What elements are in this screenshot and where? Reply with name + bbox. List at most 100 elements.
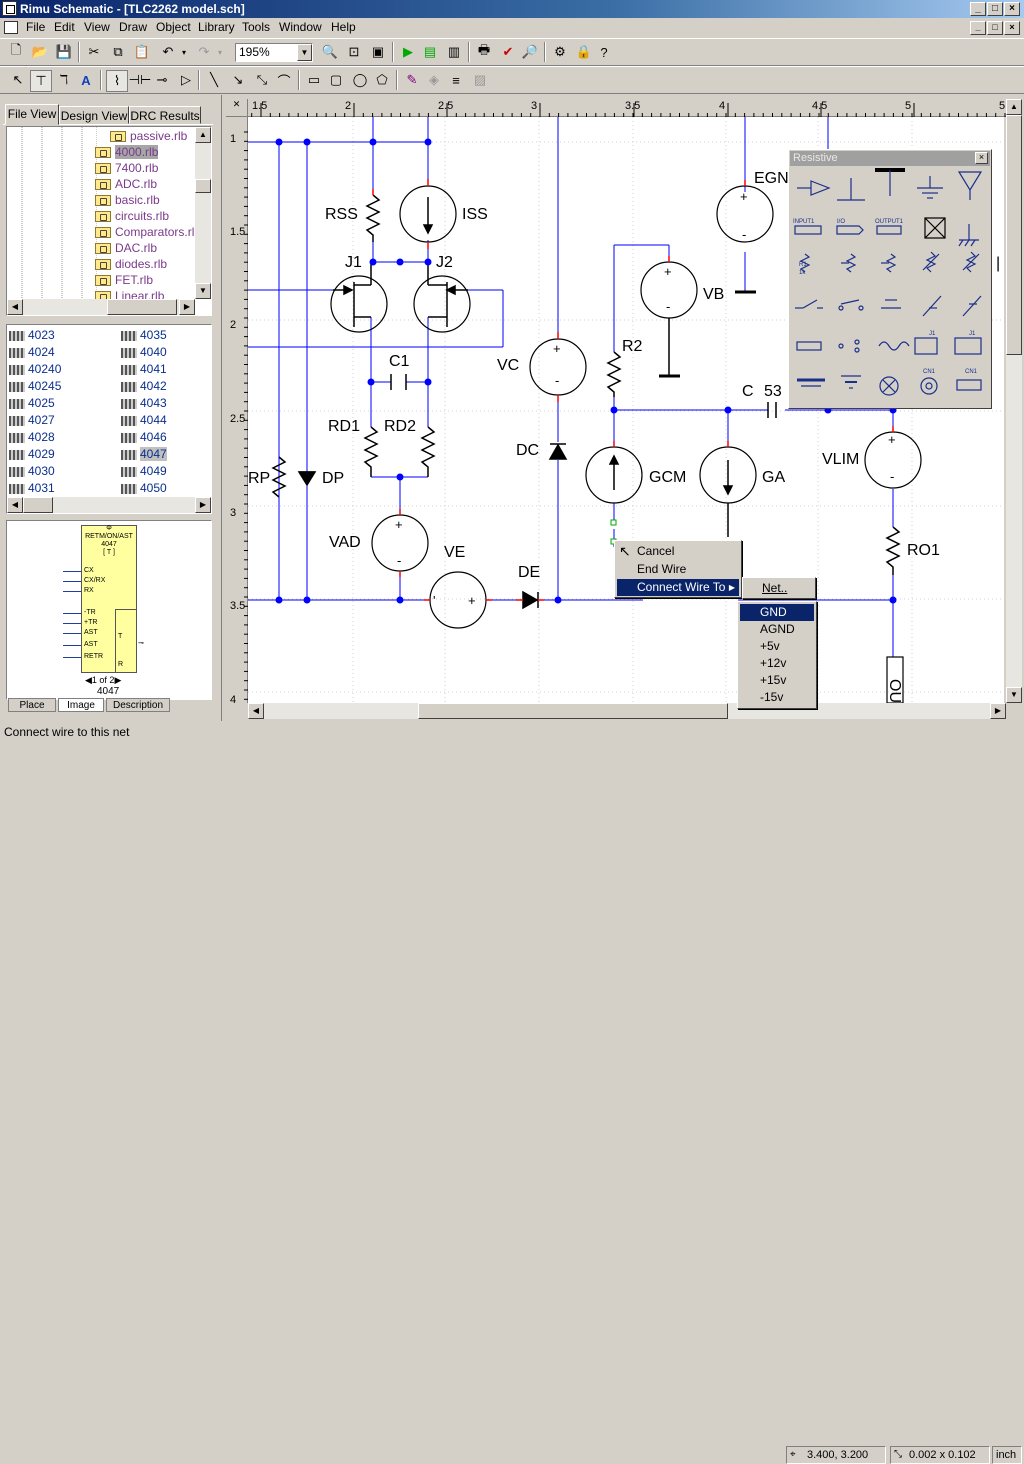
tree-item-7400[interactable]: 7400.rlb: [95, 160, 158, 176]
list-item[interactable]: 40240: [9, 361, 61, 378]
net-gnd[interactable]: GND: [740, 604, 814, 621]
parts-hscroll[interactable]: ◀ ▶: [7, 497, 211, 513]
menu-view[interactable]: View: [84, 20, 110, 34]
copy-icon[interactable]: ⧉: [108, 42, 128, 62]
menu-end-wire[interactable]: End Wire: [617, 561, 739, 578]
panel-splitter[interactable]: [216, 95, 222, 721]
list-item[interactable]: 4043: [121, 395, 167, 412]
resistor-tool-icon[interactable]: ⌇: [106, 70, 128, 92]
next-page-icon[interactable]: ▶: [114, 675, 121, 685]
new-icon[interactable]: 🗋: [6, 42, 26, 62]
tree-item-passive[interactable]: passive.rlb: [110, 128, 187, 144]
list-item[interactable]: 4041: [121, 361, 167, 378]
tree-item-comparators[interactable]: Comparators.rlb: [95, 224, 201, 240]
tree-item-adc[interactable]: ADC.rlb: [95, 176, 157, 192]
menu-library[interactable]: Library: [198, 20, 235, 34]
list-item[interactable]: 4023: [9, 327, 61, 344]
polygon-tool-icon[interactable]: ⬠: [372, 70, 392, 90]
tree-item-diodes[interactable]: diodes.rlb: [95, 256, 167, 272]
tab-description[interactable]: Description: [106, 698, 170, 712]
list-item[interactable]: 4035: [121, 327, 167, 344]
list-item[interactable]: 4047: [121, 446, 167, 463]
scroll-right-icon[interactable]: ▶: [195, 497, 211, 513]
print-icon[interactable]: 🖶: [474, 42, 494, 62]
preview-icon[interactable]: 🔎: [520, 42, 540, 62]
wire-tool-icon[interactable]: ⊤: [30, 70, 52, 92]
list-item[interactable]: 4046: [121, 429, 167, 446]
minimize-button[interactable]: _: [970, 2, 986, 16]
ellipse-tool-icon[interactable]: ◯: [350, 70, 370, 90]
ruler-corner[interactable]: ✕: [226, 99, 248, 117]
library-tree[interactable]: passive.rlb 4000.rlb 7400.rlb ADC.rlb ba…: [6, 126, 212, 316]
list-item[interactable]: 4050: [121, 480, 167, 497]
list-item[interactable]: 4029: [9, 446, 61, 463]
arrow-tool-icon[interactable]: ↘: [228, 70, 248, 90]
scroll-thumb[interactable]: [195, 179, 211, 193]
plot-icon[interactable]: ▥: [444, 42, 464, 62]
list-item[interactable]: 4031: [9, 480, 61, 497]
list-item[interactable]: 4040: [121, 344, 167, 361]
zoom-select[interactable]: 195%▼: [235, 43, 313, 62]
mdi-close-button[interactable]: ×: [1004, 21, 1020, 35]
line-tool-icon[interactable]: ╲: [204, 70, 224, 90]
maximize-button[interactable]: □: [987, 2, 1003, 16]
net-agnd[interactable]: AGND: [740, 621, 814, 638]
check-icon[interactable]: ✔: [498, 42, 518, 62]
help-icon[interactable]: ?: [594, 42, 614, 62]
bus-tool-icon[interactable]: ℸ: [54, 70, 74, 90]
cut-icon[interactable]: ✂: [84, 42, 104, 62]
zoom-area-icon[interactable]: ⊡: [344, 42, 364, 62]
parts-list[interactable]: 4023402440240402454025402740284029403040…: [6, 324, 212, 514]
prev-page-icon[interactable]: ◀: [85, 675, 92, 685]
menu-cancel[interactable]: Cancel: [617, 543, 739, 560]
arc-tool-icon[interactable]: ⌒: [274, 70, 294, 90]
resistive-palette[interactable]: Resistive × INPUT1 I/O OUTPUT1: [788, 149, 992, 409]
settings-icon[interactable]: ⚙: [550, 42, 570, 62]
gate-tool-icon[interactable]: ▷: [176, 70, 196, 90]
scroll-left-icon[interactable]: ◀: [7, 299, 23, 315]
scroll-up-icon[interactable]: ▲: [195, 127, 211, 143]
list-item[interactable]: 4027: [9, 412, 61, 429]
list-item[interactable]: 4049: [121, 463, 167, 480]
capacitor-tool-icon[interactable]: ⊣⊢: [130, 70, 150, 90]
undo-dropdown-icon[interactable]: ▾: [174, 42, 194, 62]
tab-place[interactable]: Place: [8, 698, 56, 712]
tab-drc-results[interactable]: DRC Results: [129, 106, 201, 124]
scroll-up-icon[interactable]: ▲: [1006, 99, 1022, 115]
paste-icon[interactable]: 📋: [132, 42, 152, 62]
list-item[interactable]: 4028: [9, 429, 61, 446]
canvas-vscroll[interactable]: ▲ ▼: [1006, 99, 1022, 703]
list-item[interactable]: 4024: [9, 344, 61, 361]
simulate-icon[interactable]: ▤: [420, 42, 440, 62]
rectangle-tool-icon[interactable]: ▭: [304, 70, 324, 90]
scroll-thumb[interactable]: [1006, 115, 1022, 355]
list-item[interactable]: 4042: [121, 378, 167, 395]
scroll-thumb[interactable]: [23, 497, 53, 513]
zoom-in-icon[interactable]: 🔍: [320, 42, 340, 62]
zoom-fit-icon[interactable]: ▣: [368, 42, 388, 62]
transistor-tool-icon[interactable]: ⊸: [152, 70, 172, 90]
lock-icon[interactable]: 🔒: [574, 42, 594, 62]
rounded-rect-icon[interactable]: ▢: [326, 70, 346, 90]
app-icon[interactable]: [2, 1, 17, 16]
scroll-thumb[interactable]: [418, 703, 728, 719]
net-plus15v[interactable]: +15v: [740, 672, 814, 689]
scroll-down-icon[interactable]: ▼: [195, 283, 211, 299]
net-plus12v[interactable]: +12v: [740, 655, 814, 672]
list-item[interactable]: 40245: [9, 378, 61, 395]
tree-item-fet[interactable]: FET.rlb: [95, 272, 153, 288]
pen-color-icon[interactable]: ✎: [402, 70, 422, 90]
wire-endpoint[interactable]: [611, 520, 616, 525]
menu-object[interactable]: Object: [156, 20, 191, 34]
tree-vscroll[interactable]: ▲ ▼: [195, 127, 211, 299]
preview-pager[interactable]: ◀1 of 2▶: [85, 675, 121, 686]
redo-dropdown-icon[interactable]: ▾: [210, 42, 230, 62]
scroll-right-icon[interactable]: ▶: [179, 299, 195, 315]
run-icon[interactable]: ▶: [398, 42, 418, 62]
scroll-right-icon[interactable]: ▶: [990, 703, 1006, 719]
fill-pattern-icon[interactable]: ▨: [470, 70, 490, 90]
list-item[interactable]: 4025: [9, 395, 61, 412]
canvas-hscroll[interactable]: ◀ ▶: [248, 703, 1006, 719]
tab-image[interactable]: Image: [58, 698, 104, 712]
document-icon[interactable]: [4, 21, 18, 34]
